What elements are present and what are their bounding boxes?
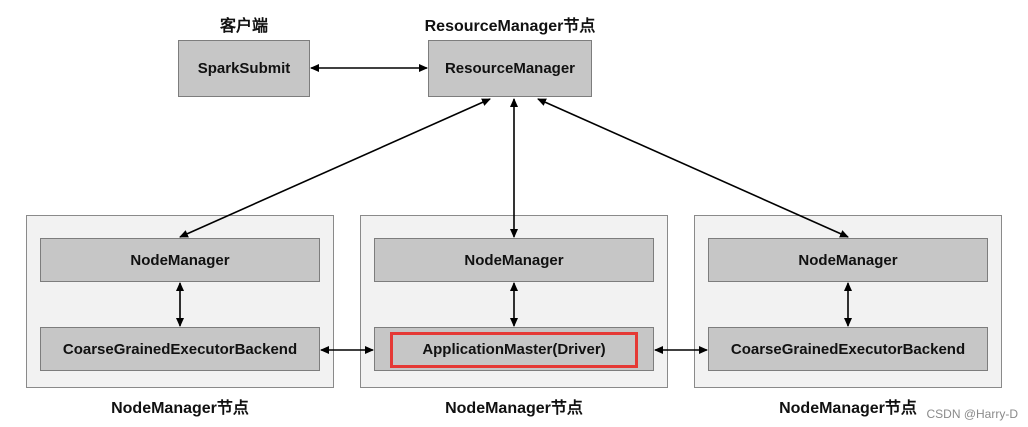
spark-submit-box: SparkSubmit	[178, 40, 310, 97]
right-executor-backend-box: CoarseGrainedExecutorBackend	[708, 327, 988, 371]
arrow-rm-right-node-manager	[537, 98, 849, 238]
middle-node-manager-box: NodeManager	[374, 238, 654, 282]
arrow-rm-left-node-manager	[179, 98, 491, 238]
client-label: 客户端	[219, 18, 268, 35]
left-node-label: NodeManager节点	[111, 400, 249, 417]
middle-node-label: NodeManager节点	[445, 400, 583, 417]
right-node-manager-box: NodeManager	[708, 238, 988, 282]
application-master-highlight	[390, 332, 638, 368]
right-node-label: NodeManager节点	[779, 400, 917, 417]
left-node-manager-box: NodeManager	[40, 238, 320, 282]
resource-manager-node-label: ResourceManager节点	[424, 18, 596, 35]
watermark: CSDN @Harry-D	[926, 407, 1018, 421]
resource-manager-box: ResourceManager	[428, 40, 592, 97]
left-executor-backend-box: CoarseGrainedExecutorBackend	[40, 327, 320, 371]
